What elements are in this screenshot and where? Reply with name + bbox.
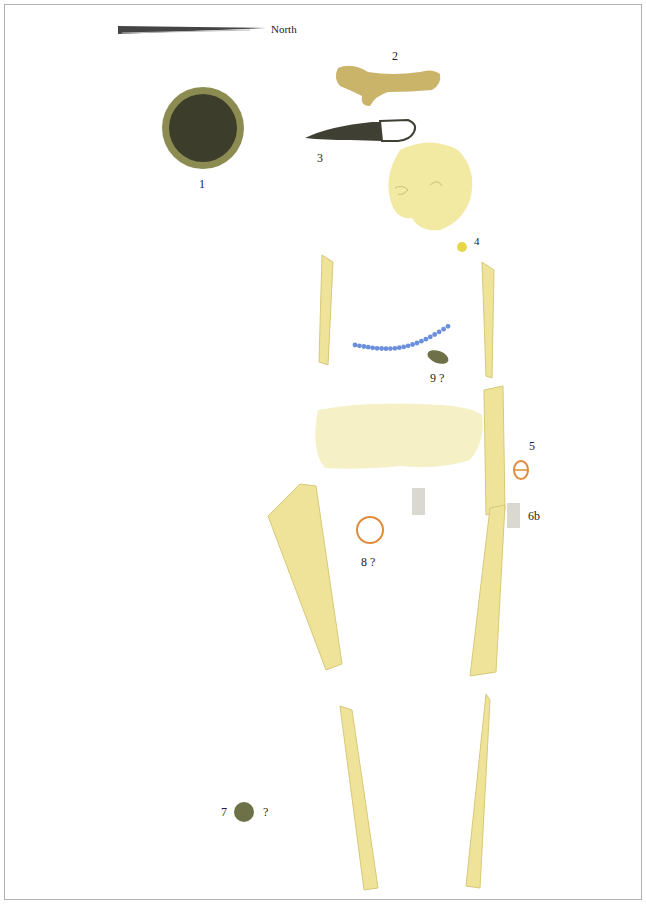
bead (415, 341, 420, 346)
bead (375, 346, 380, 351)
forearm (484, 386, 505, 515)
animal-bone (336, 66, 440, 106)
knife-blade (305, 122, 382, 141)
skull-detail (395, 182, 442, 195)
bead (410, 342, 415, 347)
pelvis (315, 404, 483, 469)
bead (357, 343, 362, 348)
bead (437, 330, 442, 335)
object-9 (426, 348, 451, 367)
bead (370, 345, 375, 350)
humerus (482, 262, 494, 378)
humerus (319, 255, 333, 365)
skull (388, 143, 472, 231)
shield-inner (169, 94, 237, 162)
bead (388, 346, 393, 351)
bead (401, 345, 406, 350)
north-label: North (271, 24, 297, 35)
femur (470, 505, 505, 676)
object-6 (507, 503, 520, 528)
uncertainty-mark: ? (263, 806, 268, 818)
bead (406, 343, 411, 348)
shield-boss (162, 87, 244, 169)
bead (362, 344, 367, 349)
bead (384, 346, 389, 351)
bead (432, 332, 437, 337)
bead (428, 335, 433, 340)
bead (393, 346, 398, 351)
callout-number: 8 ? (361, 556, 375, 568)
frame (5, 5, 642, 900)
bead (457, 242, 467, 252)
callout-number: 1 (199, 178, 205, 190)
bead (397, 345, 402, 350)
bead (446, 324, 451, 329)
callout-number: 4 (474, 236, 480, 247)
north-arrow (118, 26, 266, 34)
knife-handle (380, 120, 415, 141)
bead (353, 343, 358, 348)
femur (268, 484, 342, 670)
callout-number: 3 (317, 152, 323, 164)
bead (379, 346, 384, 351)
ring-5-bar (515, 469, 527, 471)
ring-5 (514, 461, 528, 479)
callout-number: 2 (392, 50, 398, 62)
bead (424, 337, 429, 342)
bead (441, 327, 446, 332)
callout-number: 6b (528, 510, 540, 522)
object-6 (412, 488, 425, 515)
callout-number: 5 (529, 440, 535, 452)
ring-8 (357, 517, 383, 543)
bead (419, 339, 424, 344)
north-arrow-highlight (122, 30, 250, 33)
bead (366, 345, 371, 350)
callout-number: 9 ? (430, 372, 444, 384)
object-7 (234, 802, 254, 822)
callout-number: 7 (221, 806, 227, 818)
tibia (340, 706, 378, 890)
bead-necklace (353, 324, 451, 351)
tibia (466, 694, 490, 888)
